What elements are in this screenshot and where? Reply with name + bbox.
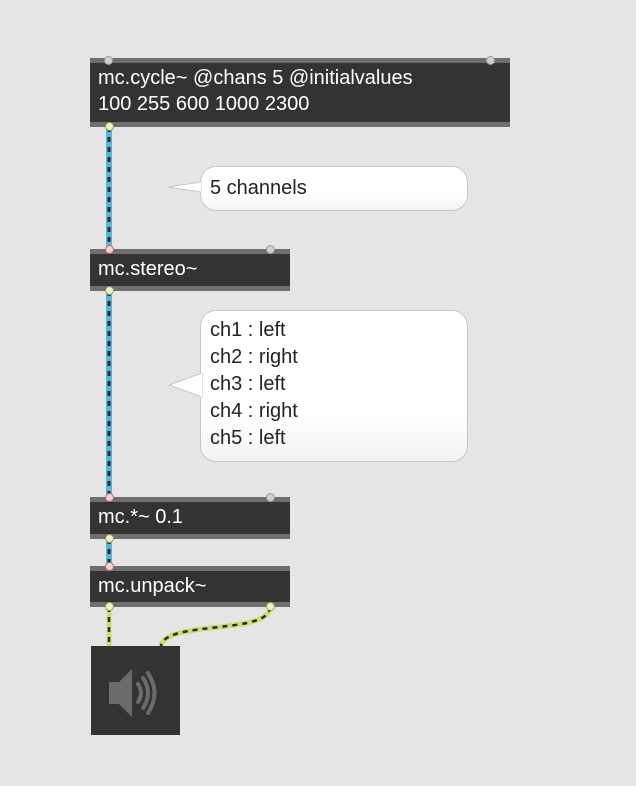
outlet-unpack-left[interactable] [105,602,114,611]
comment-channels: 5 channels [200,166,468,211]
comment-pointer [169,372,203,398]
object-text-line1: mc.cycle~ @chans 5 @initialvalues [98,67,413,89]
object-mc-stereo[interactable]: mc.stereo~ [90,249,290,291]
inlet-stereo-right[interactable] [266,245,275,254]
mapping-line-4: ch4 : right [210,400,298,422]
inlet-cycle-right[interactable] [486,56,495,65]
outlet-times[interactable] [105,534,114,543]
object-text: mc.unpack~ [98,575,207,597]
comment-pointer [168,181,202,193]
mapping-line-3: ch3 : left [210,373,286,395]
object-mc-unpack[interactable]: mc.unpack~ [90,566,290,607]
inlet-times-left[interactable] [105,493,114,502]
object-text: mc.*~ 0.1 [98,506,184,528]
object-mc-cycle[interactable]: mc.cycle~ @chans 5 @initialvalues 100 25… [90,58,510,127]
ezdac-speaker-button[interactable] [91,646,180,735]
object-text: mc.stereo~ [98,258,198,280]
inlet-cycle-left[interactable] [104,56,113,65]
mapping-line-1: ch1 : left [210,319,286,341]
outlet-stereo[interactable] [105,286,114,295]
object-mc-times[interactable]: mc.*~ 0.1 [90,497,290,539]
comment-text: 5 channels [210,177,307,199]
cord-unpack-right-to-dac[interactable] [158,606,273,648]
outlet-cycle[interactable] [105,122,114,131]
inlet-times-right[interactable] [266,493,275,502]
comment-channel-mapping: ch1 : left ch2 : right ch3 : left ch4 : … [200,310,468,462]
speaker-icon [109,669,157,717]
mapping-line-2: ch2 : right [210,346,298,368]
mapping-line-5: ch5 : left [210,427,286,449]
object-text-line2: 100 255 600 1000 2300 [98,93,310,115]
inlet-stereo-left[interactable] [105,245,114,254]
inlet-unpack[interactable] [105,562,114,571]
outlet-unpack-right[interactable] [266,602,275,611]
